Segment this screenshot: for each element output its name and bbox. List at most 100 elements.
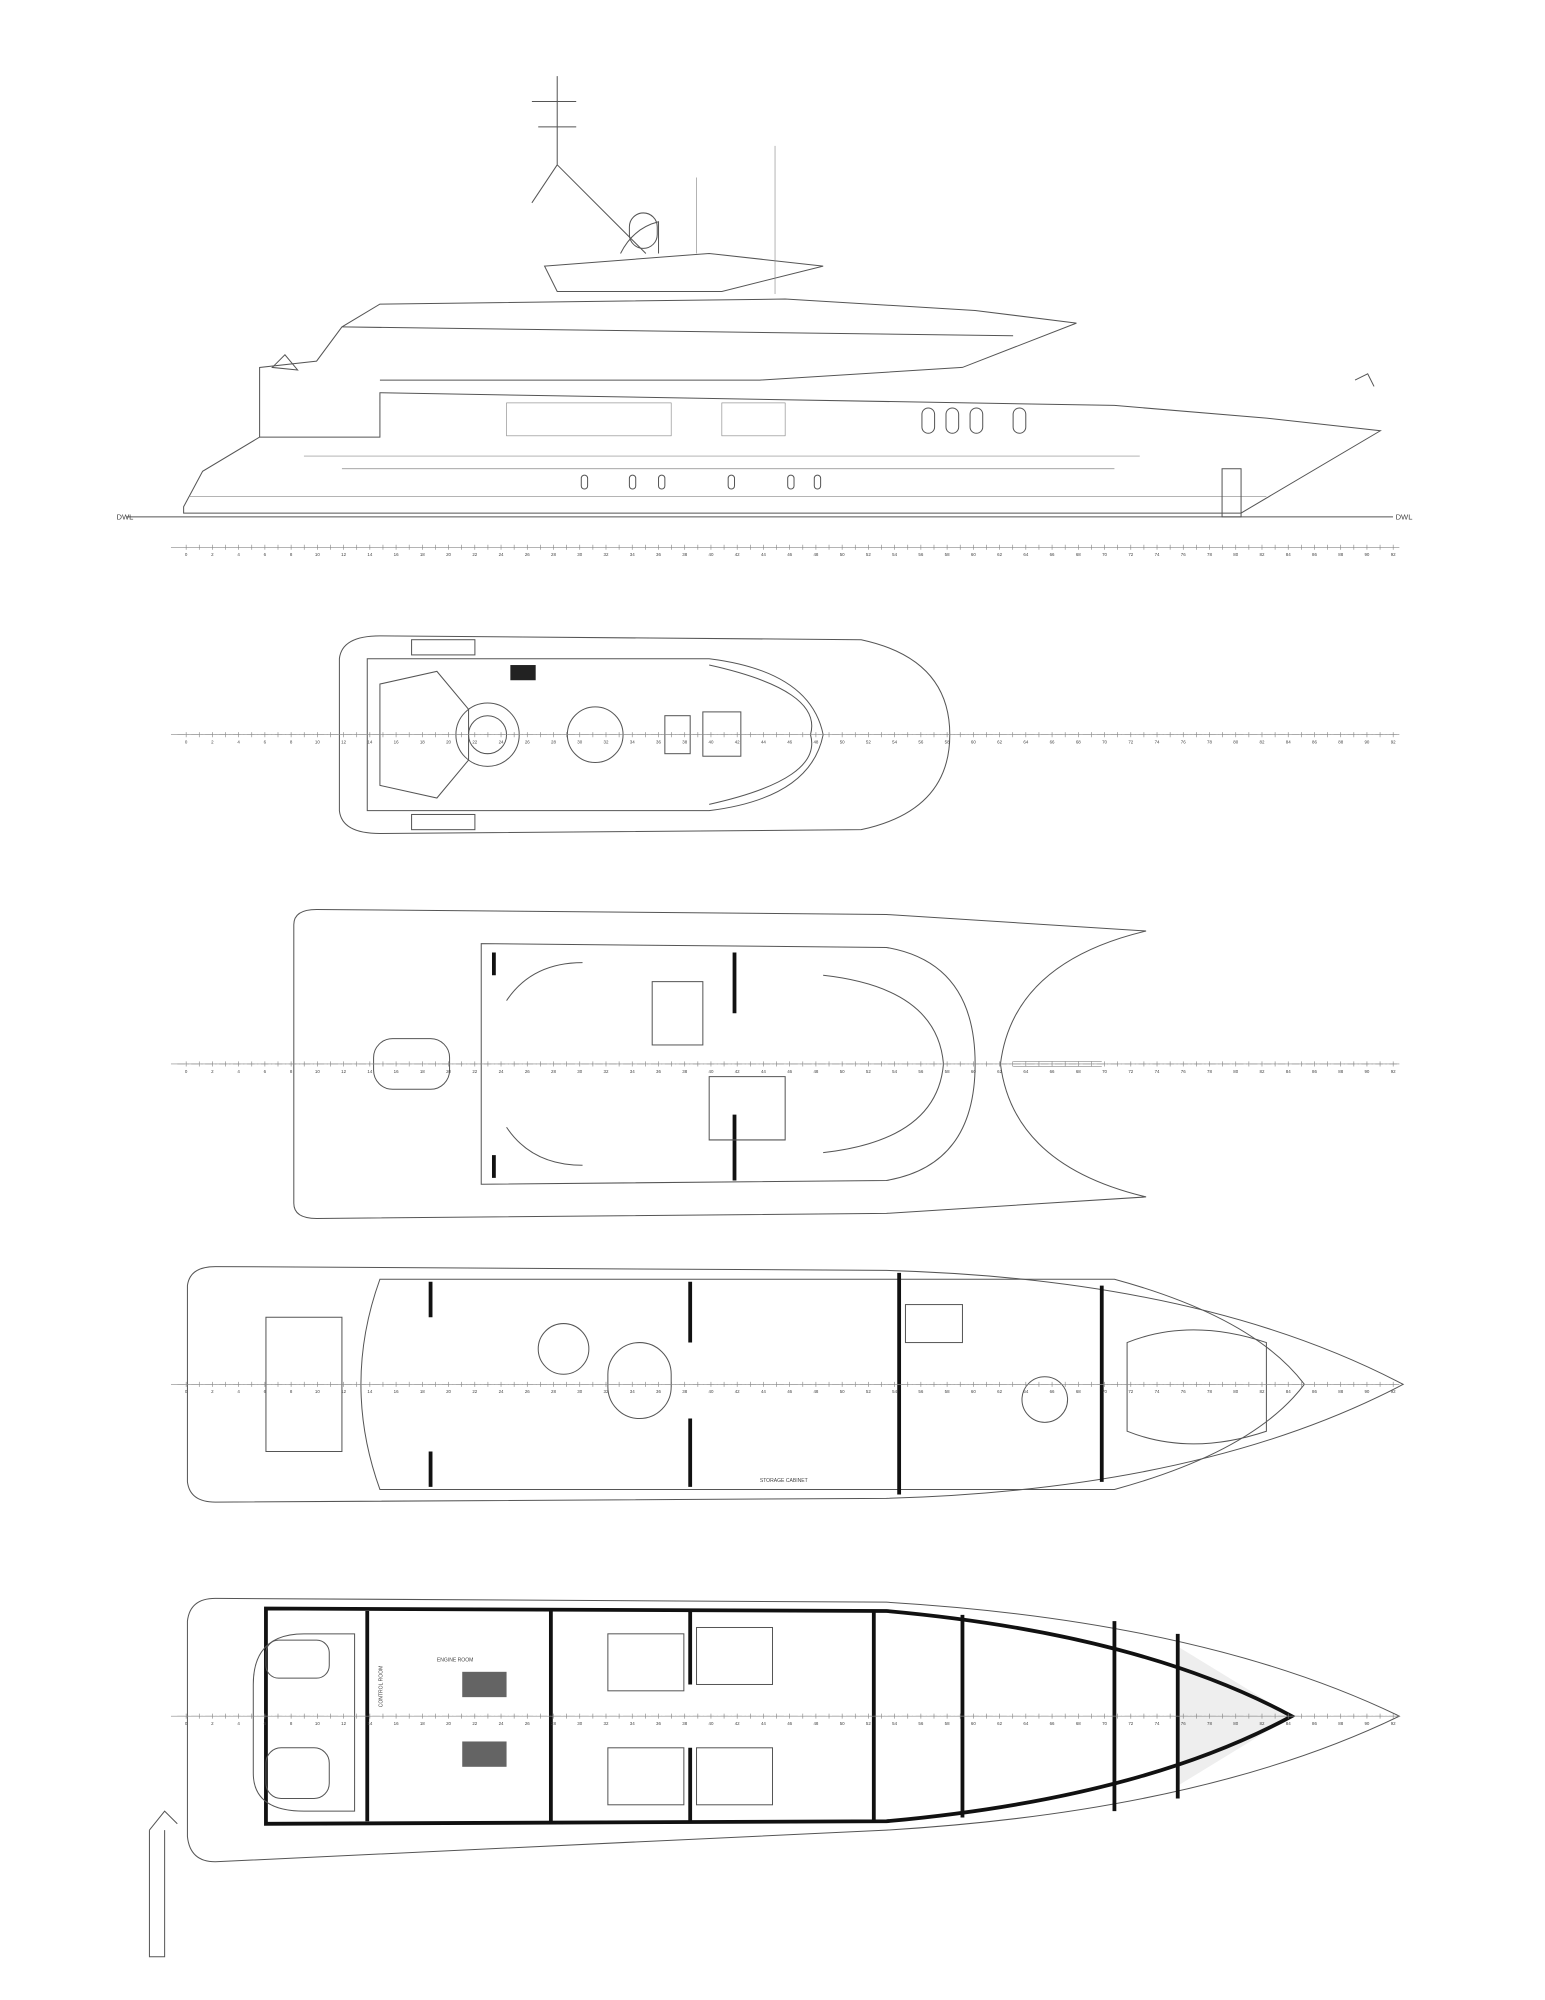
ruler-label: 32 [604,740,609,745]
ruler-label: 26 [525,1721,530,1726]
ruler-label: 24 [499,740,504,745]
ruler-label: 62 [997,1069,1002,1074]
ruler-label: 42 [735,740,740,745]
ruler-label: 56 [918,1389,923,1394]
ruler-label: 38 [682,740,687,745]
ruler-label: 74 [1155,1721,1160,1726]
ruler-label: 66 [1050,1721,1055,1726]
ruler-label: 36 [656,1721,661,1726]
ruler-label: 34 [630,740,635,745]
waterline-label-fwd: DWL [1396,512,1413,521]
ruler-label: 82 [1260,1389,1265,1394]
ruler-label: 92 [1391,552,1396,557]
ruler-label: 76 [1181,1721,1186,1726]
ruler-label: 90 [1364,1389,1369,1394]
ruler-label: 72 [1128,740,1133,745]
ruler-label: 66 [1050,740,1055,745]
ruler-label: 30 [577,1069,582,1074]
ruler-label: 54 [892,740,897,745]
ruler-label: 72 [1128,552,1133,557]
ruler-label: 4 [237,1721,240,1726]
ruler-label: 50 [840,1721,845,1726]
ruler-label: 42 [735,1389,740,1394]
ruler-label: 58 [945,1069,950,1074]
ruler-label: 8 [290,1389,293,1394]
ruler-label: 6 [264,1389,267,1394]
ruler-label: 48 [813,552,818,557]
ruler-label: 12 [341,1721,346,1726]
ruler-label: 78 [1207,552,1212,557]
ruler-label: 2 [211,1721,214,1726]
ruler-label: 14 [367,740,372,745]
ruler-label: 20 [446,1389,451,1394]
ruler-label: 28 [551,1389,556,1394]
ruler-label: 12 [341,1069,346,1074]
ruler-label: 12 [341,552,346,557]
ruler-label: 22 [472,552,477,557]
ruler-label: 40 [708,1069,713,1074]
ruler-label: 66 [1050,552,1055,557]
ruler-label: 4 [237,740,240,745]
ruler-label: 70 [1102,1069,1107,1074]
ruler-label: 84 [1286,1069,1291,1074]
ruler-label: 44 [761,740,766,745]
ruler-label: 10 [315,1069,320,1074]
ruler-label: 74 [1155,1069,1160,1074]
ruler-label: 44 [761,1389,766,1394]
ruler-label: 88 [1338,1069,1343,1074]
ruler-label: 80 [1233,552,1238,557]
ruler-label: 38 [682,1069,687,1074]
ruler-label: 66 [1050,1069,1055,1074]
ruler-label: 18 [420,552,425,557]
ruler-label: 20 [446,740,451,745]
ruler-label: 68 [1076,552,1081,557]
ruler-label: 52 [866,1721,871,1726]
ruler-label: 88 [1338,740,1343,745]
ruler-label: 20 [446,552,451,557]
ruler-label: 40 [708,1389,713,1394]
ruler-label: 36 [656,552,661,557]
ruler-label: 40 [708,740,713,745]
ruler-label: 42 [735,1069,740,1074]
ruler-label: 0 [185,740,188,745]
ruler-label: 2 [211,740,214,745]
ruler-label: 54 [892,1069,897,1074]
ruler-label: 10 [315,552,320,557]
ruler-label: 68 [1076,1721,1081,1726]
ruler-label: 6 [264,1721,267,1726]
ruler-label: 36 [656,740,661,745]
ruler-label: 52 [866,1389,871,1394]
ruler-label: 82 [1260,740,1265,745]
ruler-label: 16 [394,1069,399,1074]
ruler-label: 68 [1076,740,1081,745]
ruler-label: 60 [971,1389,976,1394]
ruler-label: 10 [315,1389,320,1394]
ruler-label: 46 [787,1389,792,1394]
ruler-label: 50 [840,552,845,557]
ruler-label: 8 [290,1721,293,1726]
ruler-label: 32 [604,1721,609,1726]
ruler-label: 52 [866,740,871,745]
ruler-label: 2 [211,1389,214,1394]
ruler-label: 70 [1102,1721,1107,1726]
ruler-label: 74 [1155,552,1160,557]
ruler-label: 34 [630,1389,635,1394]
ruler-label: 50 [840,740,845,745]
ruler-label: 8 [290,552,293,557]
ruler-label: 14 [367,552,372,557]
ruler-label: 10 [315,740,320,745]
ruler-label: 48 [813,740,818,745]
ruler-label: 84 [1286,1721,1291,1726]
ruler-label: 32 [604,1069,609,1074]
ruler-label: 24 [499,1721,504,1726]
storage-cabinet-label: STORAGE CABINET [760,1478,808,1484]
ruler-label: 34 [630,552,635,557]
ruler-label: 38 [682,1389,687,1394]
ruler-label: 32 [604,552,609,557]
ruler-label: 0 [185,552,188,557]
ruler-label: 34 [630,1721,635,1726]
